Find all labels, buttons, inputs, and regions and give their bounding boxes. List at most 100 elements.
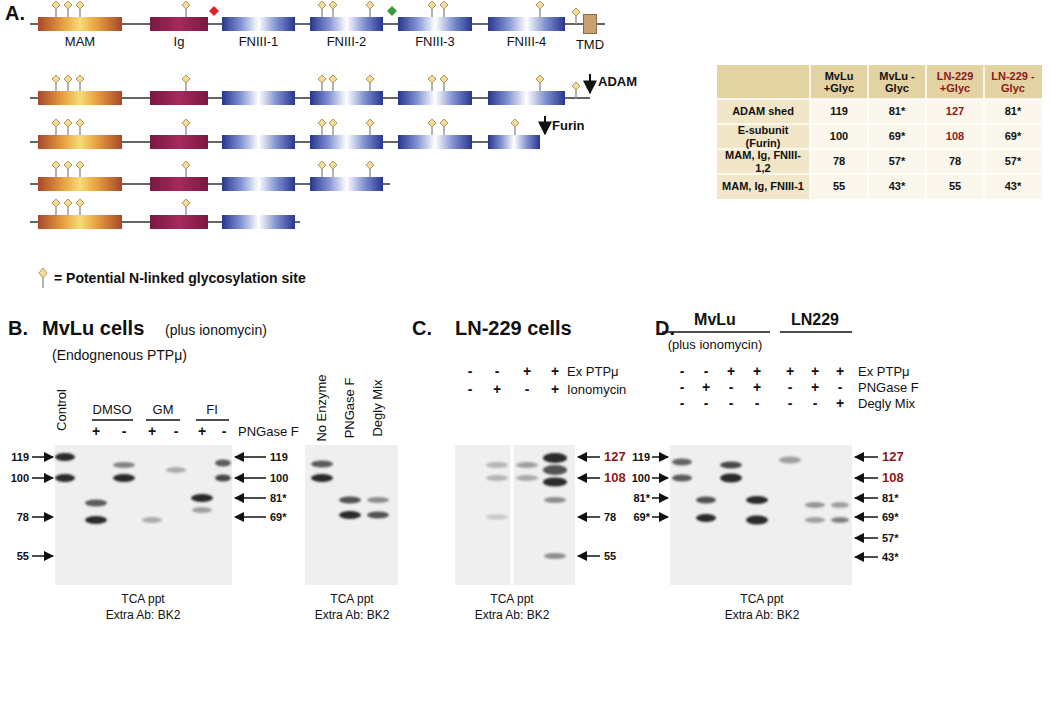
protein-row (76, 75, 84, 91)
sign: + (194, 424, 210, 440)
sign: + (832, 396, 848, 412)
protein-row (366, 161, 374, 177)
blot-note: TCA ppt (317, 593, 387, 608)
domain-bar (488, 17, 565, 31)
panel-title: LN-229 cells (455, 316, 580, 340)
sign: + (547, 382, 563, 398)
marker-arrow (652, 497, 668, 499)
protein-row (150, 177, 208, 191)
table-cell: 78 (811, 149, 867, 174)
western-blot (215, 460, 231, 467)
blot-note: TCA ppt (727, 593, 797, 608)
table-row-label: MAM, Ig, FNIII-1 (720, 174, 806, 199)
marker-arrow (855, 556, 878, 558)
western-blot (305, 445, 398, 585)
treatment-label: GM (148, 402, 178, 418)
blot-note: Extra Ab: BK2 (304, 609, 400, 624)
protein-row (329, 1, 337, 17)
sign: - (519, 382, 535, 398)
western-blot (85, 500, 107, 507)
panel-title: MvLu cells (42, 316, 157, 340)
protein-row (30, 116, 545, 149)
domain-name: FNIII-3 (415, 34, 455, 49)
domain-box: FNIII-3 (398, 17, 472, 50)
protein-row (182, 199, 190, 215)
table-cell: 127 (927, 99, 983, 124)
table-cell: 81* (869, 99, 925, 124)
domain-name: MAM (65, 34, 95, 49)
western-blot (367, 512, 389, 519)
protein-row (64, 119, 72, 135)
western-blot (113, 474, 135, 482)
table-cell: 69* (869, 124, 925, 149)
protein-row (76, 119, 84, 135)
row-label: Degly Mix (858, 396, 928, 412)
marker-arrow (235, 456, 266, 458)
sign: + (88, 424, 104, 440)
lane-label: Control (54, 380, 70, 440)
protein-row (30, 199, 300, 229)
protein-row (536, 1, 544, 17)
marker-arrow (235, 516, 266, 518)
protein-row (38, 91, 122, 105)
table-grid (717, 65, 1042, 199)
western-blot (543, 465, 567, 475)
protein-row (398, 135, 472, 149)
western-blot (85, 516, 107, 524)
marker-label: 100 (5, 471, 29, 485)
protein-row (589, 74, 591, 93)
protein-row (428, 1, 436, 17)
legend-entry: = Potential N-linked glycosylation site (36, 266, 306, 290)
protein-row (182, 119, 190, 135)
group-underline (780, 331, 852, 333)
protein-row (544, 116, 546, 134)
marker-arrow (855, 516, 878, 518)
protein-row (398, 91, 472, 105)
domain-name: TMD (576, 37, 604, 52)
protein-row (64, 75, 72, 91)
group-underline (196, 419, 229, 421)
domain-bar (222, 17, 295, 31)
table-cell: 81* (985, 99, 1041, 124)
row-label: Ex PTPμ (567, 364, 627, 380)
sign: - (723, 396, 739, 412)
marker-label: 100 (626, 471, 650, 485)
western-blot (486, 515, 508, 520)
protein-row (366, 75, 374, 91)
marker-label: 108 (882, 471, 912, 486)
sign: - (674, 380, 690, 396)
domain-name: Ig (174, 34, 185, 49)
western-blot (113, 462, 135, 468)
table-header: MvLu -Glyc (869, 66, 925, 98)
western-blot (544, 497, 566, 503)
protein-row (440, 119, 448, 135)
protein-row (310, 91, 383, 105)
legend-text: = Potential N-linked glycosylation site (54, 270, 306, 286)
protein-row (428, 75, 436, 91)
protein-row (366, 119, 374, 135)
sign: + (723, 364, 739, 380)
protein-row (150, 135, 208, 149)
marker-label: 81* (882, 491, 912, 506)
marker-arrow (652, 516, 668, 518)
marker-label: 100 (270, 471, 298, 485)
sign: - (723, 380, 739, 396)
western-blot (142, 517, 162, 523)
cleavage-label: ADAM (598, 74, 648, 90)
marker-label: 78 (5, 510, 29, 524)
protein-row (182, 1, 190, 17)
sign: + (547, 364, 563, 380)
protein-row (222, 135, 295, 149)
protein-row (387, 6, 397, 16)
group-underline (662, 331, 770, 333)
western-blot (311, 461, 389, 520)
protein-row (366, 1, 374, 17)
lane-label: Degly Mix (370, 373, 386, 443)
row-label: PNGase F (238, 424, 301, 440)
sign: - (807, 396, 823, 412)
western-blot (339, 511, 361, 519)
sign: - (462, 382, 478, 398)
table-header: LN-229 -Glyc (985, 66, 1041, 98)
protein-row (38, 135, 122, 149)
table-grid (809, 65, 811, 199)
